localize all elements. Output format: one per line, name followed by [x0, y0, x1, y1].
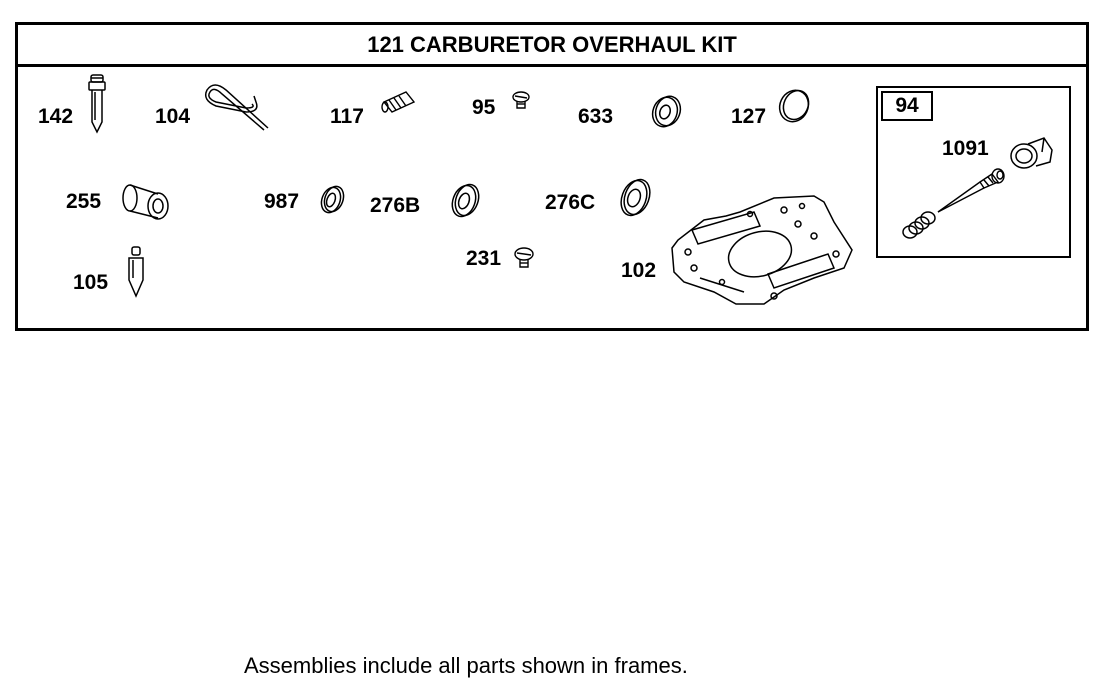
part-label-105: 105 [73, 271, 109, 294]
part-label-255: 255 [66, 190, 102, 213]
washer-276c-drawing [614, 177, 656, 219]
needle-105-drawing [124, 244, 148, 302]
sub-assembly-frame: 94 [876, 86, 1071, 258]
kit-title: 121 CARBURETOR OVERHAUL KIT [18, 25, 1086, 67]
grommet-633-drawing [645, 94, 685, 130]
part-label-104: 104 [155, 105, 191, 128]
gasket-102-drawing [664, 192, 862, 310]
mixture-needle-drawing [936, 166, 1010, 216]
part-label-633: 633 [578, 105, 614, 128]
part-label-276c: 276C [545, 191, 596, 214]
pin-142-drawing [84, 72, 110, 136]
washer-987-drawing [316, 184, 348, 216]
part-label-95: 95 [472, 96, 496, 119]
plug-127-drawing [776, 88, 814, 126]
part-label-1091: 1091 [942, 137, 989, 160]
footnote-text: Assemblies include all parts shown in fr… [244, 653, 688, 678]
part-label-231: 231 [466, 247, 502, 270]
screw-117-drawing [380, 88, 420, 118]
bushing-255-drawing [118, 180, 174, 224]
part-label-142: 142 [38, 105, 74, 128]
part-label-102: 102 [621, 259, 657, 282]
part-label-117: 117 [330, 105, 364, 128]
collar-1091-drawing [1006, 132, 1058, 176]
spring-drawing [898, 206, 940, 242]
part-label-987: 987 [264, 190, 300, 213]
sub-assembly-number: 94 [881, 91, 933, 121]
screw-95-drawing [509, 90, 533, 114]
kit-frame: 121 CARBURETOR OVERHAUL KIT [15, 22, 1089, 331]
part-label-127: 127 [731, 105, 767, 128]
screw-231-drawing [511, 246, 539, 272]
hook-104-drawing [202, 78, 272, 134]
washer-276b-drawing [446, 182, 484, 220]
part-label-276b: 276B [370, 194, 421, 217]
